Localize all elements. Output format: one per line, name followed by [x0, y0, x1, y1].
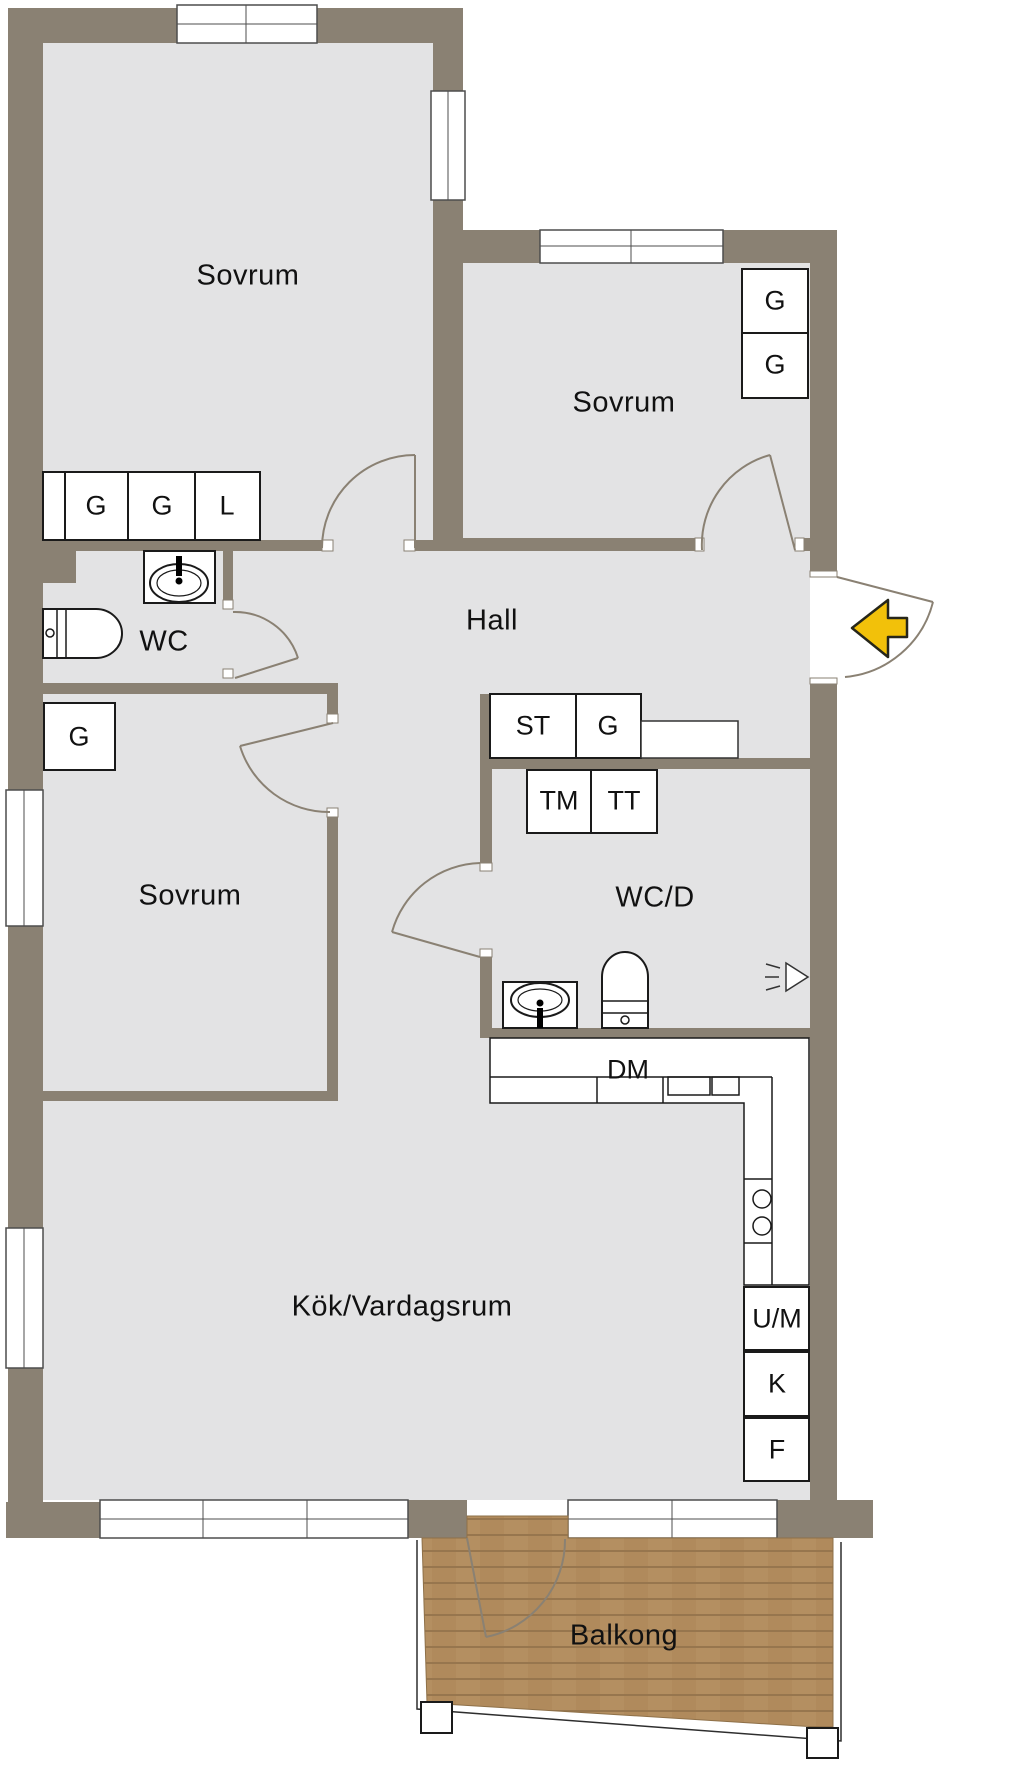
wcd-faucet-icon	[537, 1008, 543, 1028]
window-bedroom1-top	[176, 4, 318, 44]
kitchen-counter	[489, 1037, 810, 1286]
balcony-railing	[416, 1540, 842, 1742]
wall-bottom-right-block	[777, 1500, 873, 1538]
wall-bedroom3-bottom	[8, 1091, 338, 1101]
wall-wc-step	[43, 551, 76, 583]
window-bottom-right	[567, 1499, 778, 1539]
closet-bed1-end	[42, 471, 66, 541]
window-bedroom3-left	[5, 789, 44, 927]
balcony-post-right	[806, 1727, 839, 1759]
window-bedroom1-right	[430, 90, 466, 201]
wardrobe-bed3	[43, 702, 116, 771]
wall-wc-right	[223, 551, 233, 609]
wall-right-lower	[810, 678, 837, 1500]
wc-toilet	[42, 608, 123, 659]
floor-doorway-wcd	[480, 871, 492, 949]
door-bedroom-3	[239, 722, 334, 814]
floor-doorway-bedroom-3	[327, 723, 338, 808]
floor-doorway-wc	[223, 609, 233, 669]
doors	[232, 454, 934, 958]
windows	[5, 4, 778, 1539]
wall-bedroom1-bottom-east	[404, 540, 463, 551]
door-jambs	[222, 537, 838, 958]
window-kitchen-left	[5, 1227, 44, 1369]
balcony-deck	[421, 1515, 834, 1729]
wall-wc-bedroom3	[8, 683, 338, 694]
floor-doorway-bedroom-2	[704, 538, 795, 551]
entrance-arrow-icon	[850, 598, 909, 659]
window-bedroom2-top	[539, 229, 724, 264]
hall-bench	[640, 720, 739, 759]
wcd-washbasin	[502, 981, 578, 1029]
door-bedroom-1	[321, 454, 416, 549]
wall-bottom-pier	[408, 1500, 467, 1538]
fridge	[743, 1351, 810, 1417]
kitchen-sink-basin-2	[711, 1076, 740, 1096]
balcony-structure	[416, 1515, 842, 1759]
freezer	[743, 1417, 810, 1482]
washing-machine	[526, 769, 592, 834]
stove-burner-1	[752, 1189, 772, 1209]
wall-hall-closet	[480, 758, 810, 769]
floor-doorway-bedroom-1	[333, 540, 404, 551]
wall-wcd-west-lower	[480, 949, 492, 1028]
wardrobe-bed2-2	[741, 332, 809, 399]
cabinets	[42, 268, 810, 1482]
window-bottom-left	[99, 1499, 409, 1539]
wall-right-upper	[810, 263, 837, 575]
wc-faucet-icon	[176, 556, 182, 576]
wall-bedroom3-right	[327, 808, 338, 1091]
dryer	[590, 769, 658, 834]
door-wcd	[391, 862, 481, 958]
door-entrance	[836, 576, 934, 678]
stove-burner-2	[752, 1216, 772, 1236]
wc-washbasin	[143, 550, 216, 604]
wardrobe-hall	[575, 693, 642, 759]
wall-wcd-bottom	[480, 1028, 810, 1038]
wall-bedroom2-bottom	[463, 538, 704, 551]
wall-bedroom3-right-stub	[327, 694, 338, 723]
door-wc	[232, 610, 299, 679]
cleaning-closet-hall	[489, 693, 577, 759]
linen-closet-bed1	[194, 471, 261, 541]
wall-bedroom1-bottom-west	[8, 540, 333, 551]
wardrobe-bed2-1	[741, 268, 809, 334]
balcony-post-left	[420, 1701, 453, 1734]
floor-bedroom-1	[43, 43, 433, 551]
kitchen-sink-basin-1	[667, 1076, 711, 1096]
balcony-door-swing	[466, 1537, 567, 1638]
wardrobe-bed1-2	[127, 471, 196, 541]
wc-fixtures	[42, 550, 216, 659]
wall-lamp-icon	[765, 961, 810, 993]
floor-main-area	[43, 551, 810, 1500]
wcd-fixtures	[502, 951, 810, 1029]
oven-microwave	[743, 1286, 810, 1351]
wardrobe-bed1-1	[64, 471, 129, 541]
wall-bottom-left-corner	[6, 1502, 100, 1538]
wcd-toilet	[601, 951, 649, 1029]
door-bedroom-2	[700, 454, 796, 551]
